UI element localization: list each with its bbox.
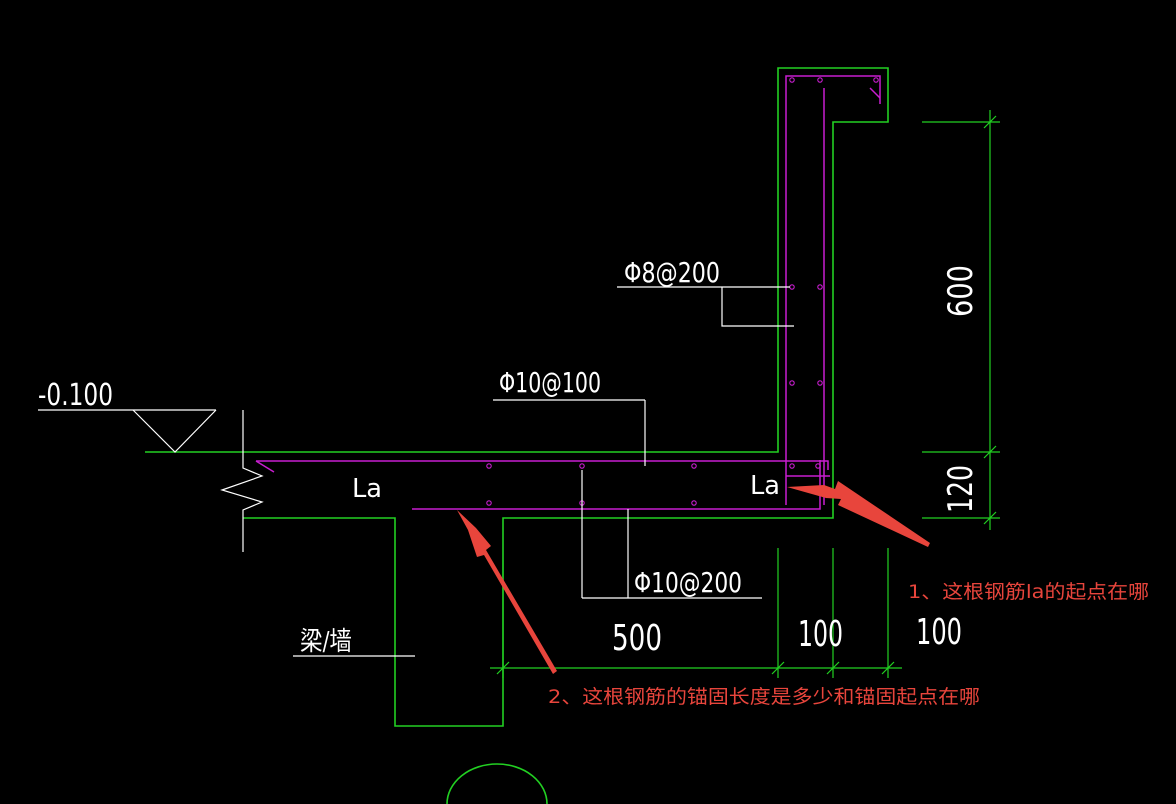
concrete-outline xyxy=(145,67,889,804)
annotation-arrow-2 xyxy=(457,510,557,674)
slab-top-rebar-hook xyxy=(255,460,275,473)
rebar-dot xyxy=(486,500,492,506)
dim-span-mid: 100 xyxy=(798,614,843,655)
break-line-symbol xyxy=(220,410,264,552)
elevation-label: -0.100 xyxy=(38,378,113,413)
rebar-label-slab-top: Φ10@100 xyxy=(499,366,601,399)
rebar-dot xyxy=(789,77,795,83)
rebar-dot xyxy=(691,463,697,469)
anchorage-label-left: La xyxy=(352,474,382,504)
rebar-dot xyxy=(486,463,492,469)
rebar-label-wall: Φ8@200 xyxy=(624,256,720,289)
rebar-dot xyxy=(817,77,823,83)
anchorage-label-right: La xyxy=(750,471,780,501)
rebar-dot xyxy=(579,463,585,469)
support-label: 梁/墙 xyxy=(300,627,352,657)
dim-span-right: 100 xyxy=(916,612,962,653)
annotation-arrow-1 xyxy=(787,481,930,547)
rebar-group xyxy=(255,75,881,510)
rebar-dot xyxy=(817,380,823,386)
rebar-dot xyxy=(789,380,795,386)
cap-rebar-hook xyxy=(869,87,881,99)
rebar-dot xyxy=(873,77,879,83)
wall-outer-rebar xyxy=(785,75,881,505)
dimension-lines xyxy=(490,110,1000,678)
rebar-dot xyxy=(691,500,697,506)
upstand-wall-outline xyxy=(145,67,889,727)
rebar-dot xyxy=(789,284,795,290)
rebar-dot xyxy=(815,463,821,469)
section-marker-circle xyxy=(446,763,548,804)
dim-height-upper: 600 xyxy=(941,265,981,317)
annotation-note-1: 1、这根钢筋la的起点在哪 xyxy=(908,581,1149,603)
dim-height-lower: 120 xyxy=(941,465,981,513)
leader-lines xyxy=(38,286,794,657)
rebar-label-slab-bottom: Φ10@200 xyxy=(634,566,742,599)
dim-span-main: 500 xyxy=(612,618,662,659)
slab-top-rebar xyxy=(256,460,829,470)
rebar-dot xyxy=(817,284,823,290)
annotation-note-2: 2、这根钢筋的锚固长度是多少和锚固起点在哪 xyxy=(548,686,980,708)
rebar-dot xyxy=(789,463,795,469)
